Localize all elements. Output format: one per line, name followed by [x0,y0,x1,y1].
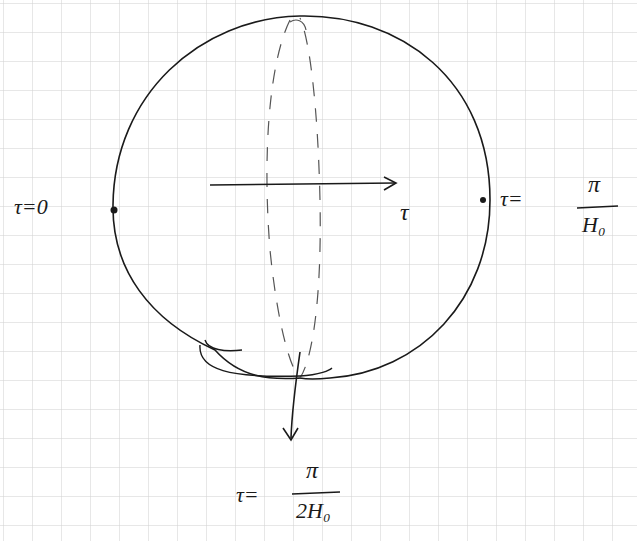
fraction-bar [577,206,618,208]
pinch-curve [205,340,242,351]
point-tau-end [480,197,486,203]
axis-arrowhead [384,177,396,190]
fraction-bar [292,492,340,494]
fraction-numerator: π [588,172,600,196]
fraction-numerator: π [306,458,318,482]
fraction-denominator: 2H₀ [296,500,331,522]
point-label: τ= [236,484,259,506]
point-tau-0 [111,207,118,214]
pointer-line [291,352,300,438]
fraction-denominator: H₀ [582,214,606,236]
pinch-line [200,345,332,376]
pointer-arrowhead [283,428,298,440]
point-label: τ= [500,188,523,210]
dashed-slice [267,18,320,378]
axis-label: τ [400,200,409,224]
tau-axis [210,183,395,185]
sphere-outline [113,16,490,379]
slice-top [290,20,306,30]
point-label: τ=0 [14,196,48,218]
